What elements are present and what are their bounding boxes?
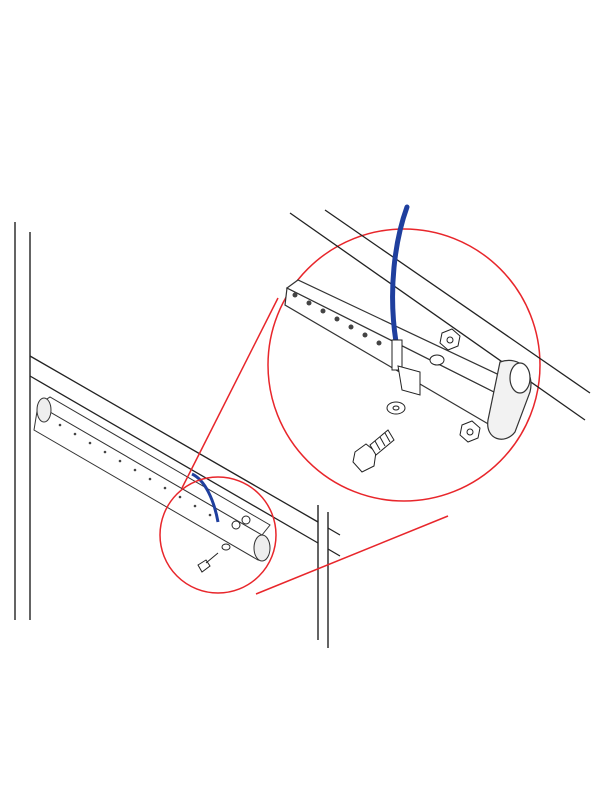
bolt [352, 429, 395, 473]
bracket-bar-large [284, 279, 532, 440]
cable-lug [391, 339, 421, 396]
left-post [14, 222, 31, 620]
bolt-small [197, 515, 251, 573]
ground-cable-small [191, 472, 220, 523]
nut [439, 328, 481, 443]
bracket-holes-large [292, 292, 382, 346]
callout [159, 228, 541, 595]
washer [386, 354, 445, 415]
detail-rail [289, 209, 591, 421]
ground-cable [390, 204, 410, 345]
bracket-holes-small [58, 423, 212, 517]
rail [29, 355, 341, 557]
right-post [317, 505, 329, 648]
